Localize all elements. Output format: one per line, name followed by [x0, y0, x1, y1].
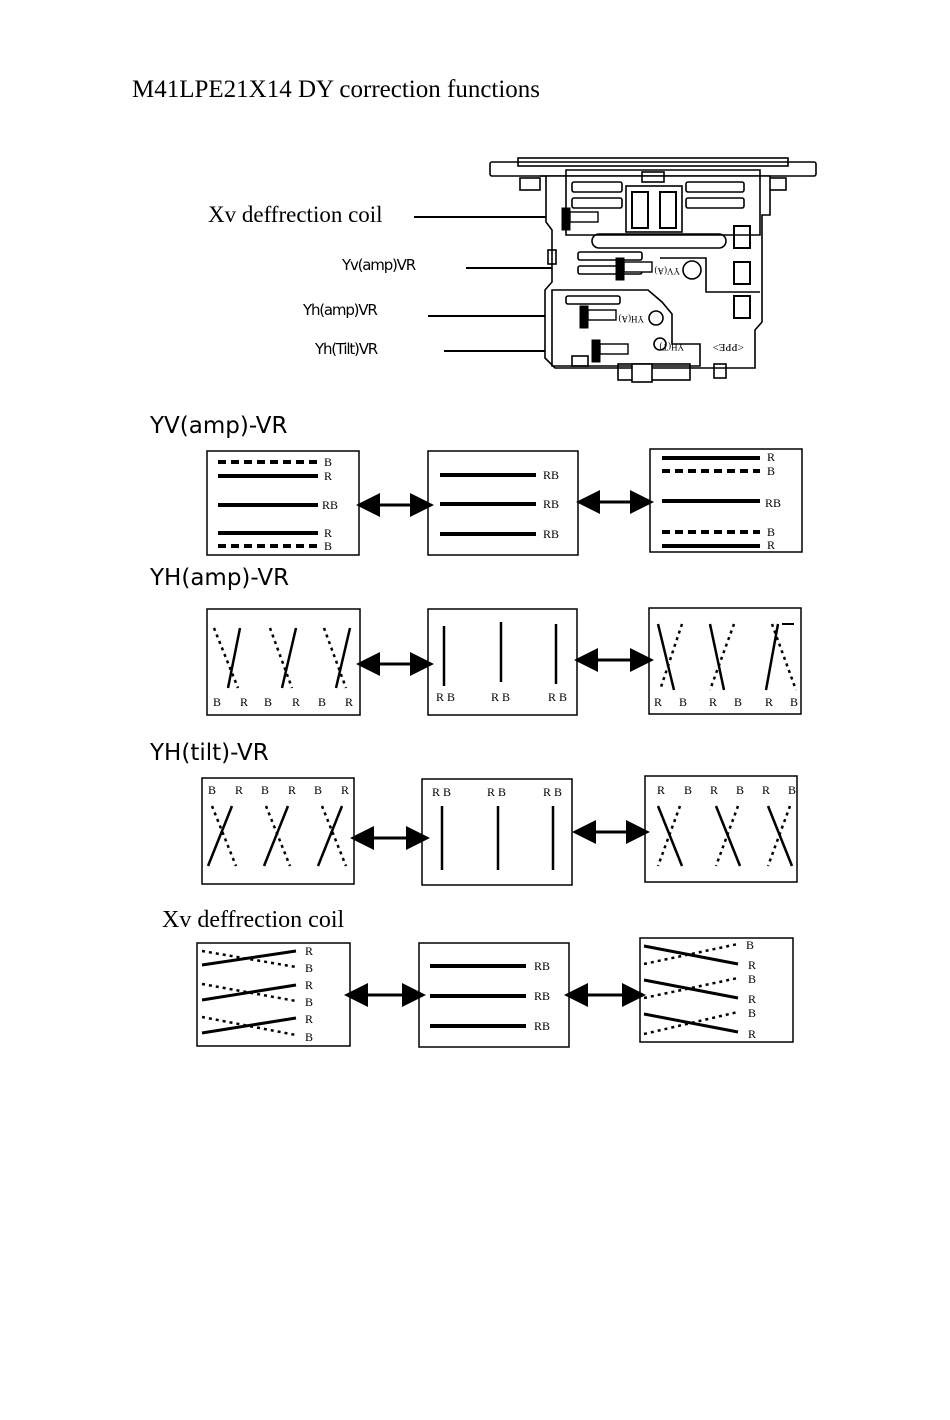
- yh-amp-knob: [579, 305, 589, 329]
- board-mark-ppe: <PPE>: [713, 341, 744, 353]
- label: RB: [322, 498, 338, 512]
- label: R: [341, 783, 349, 797]
- label: R: [654, 695, 662, 709]
- label: B: [748, 972, 756, 986]
- yoke-drawing: YV(A) YH(A) YH(T) <PPE>: [414, 157, 817, 383]
- label: B: [679, 695, 687, 709]
- xv-coil-left-panel: R B R B R B: [196, 942, 351, 1047]
- label: R: [305, 978, 313, 992]
- yoke-body: [489, 157, 817, 383]
- label: R: [305, 944, 313, 958]
- label: B: [208, 783, 216, 797]
- label: R: [767, 450, 775, 464]
- label: R: [748, 958, 756, 972]
- label: B: [684, 783, 692, 797]
- yh-amp-left-panel: B R B R B R: [206, 608, 361, 716]
- label: B: [318, 695, 326, 709]
- callout-yv-amp: Yv(amp)VR: [342, 256, 416, 274]
- label: B: [788, 783, 796, 797]
- label: R: [748, 1027, 756, 1041]
- yv-amp-center-panel: RB RB RB: [427, 450, 579, 556]
- callout-yh-tilt: Yh(Tilt)VR: [315, 340, 378, 358]
- yh-tilt-knob: [591, 339, 601, 363]
- label: B: [324, 455, 332, 469]
- label: R: [235, 783, 243, 797]
- label: B: [790, 695, 798, 709]
- yv-amp-left-panel: B R RB R B: [206, 450, 360, 556]
- label: R B: [432, 785, 451, 799]
- label: R: [240, 695, 248, 709]
- label: R: [762, 783, 770, 797]
- yh-amp-right-panel: R B R B R B: [648, 607, 802, 715]
- page-title: M41LPE21X14 DY correction functions: [132, 76, 541, 103]
- label: R: [305, 1012, 313, 1026]
- label: B: [748, 1006, 756, 1020]
- label: R: [288, 783, 296, 797]
- yh-tilt-diagram: B R B R B R R B R B R B R B: [201, 775, 798, 886]
- label: B: [261, 783, 269, 797]
- label: B: [305, 961, 313, 975]
- section-title-yv-amp: YV(amp)-VR: [150, 413, 288, 439]
- section-title-yh-tilt: YH(tilt)-VR: [150, 740, 269, 766]
- xv-coil-center-panel: RB RB RB: [418, 942, 570, 1048]
- label: R: [710, 783, 718, 797]
- xv-coil-knob: [561, 207, 571, 231]
- board-mark-yha: YH(A): [619, 314, 645, 324]
- yv-amp-diagram: B R RB R B RB RB RB R B RB B: [206, 448, 803, 556]
- label: R: [765, 695, 773, 709]
- callout-xv-coil: Xv deffrection coil: [208, 202, 383, 227]
- label: R B: [491, 690, 510, 704]
- label: RB: [543, 527, 559, 541]
- label: B: [734, 695, 742, 709]
- board-mark-yht: YH(T): [660, 342, 685, 352]
- board-mark-yv: YV(A): [655, 266, 681, 276]
- label: B: [264, 695, 272, 709]
- label: RB: [543, 468, 559, 482]
- yv-amp-right-panel: R B RB B R: [649, 448, 803, 553]
- label: B: [767, 525, 775, 539]
- label: R B: [436, 690, 455, 704]
- label: B: [314, 783, 322, 797]
- yh-amp-center-panel: R B R B R B: [427, 608, 578, 716]
- xv-coil-right-panel: B R B R B R: [639, 937, 794, 1043]
- label: B: [746, 938, 754, 952]
- yh-tilt-center-panel: R B R B R B: [421, 778, 573, 886]
- label: B: [305, 1030, 313, 1044]
- label: B: [736, 783, 744, 797]
- board-marks: YV(A) YH(A) YH(T) <PPE>: [619, 266, 745, 353]
- label: RB: [765, 496, 781, 510]
- label: B: [324, 539, 332, 553]
- correction-patterns: B R RB R B RB RB RB R B RB B: [196, 448, 803, 1048]
- yv-amp-knob: [615, 257, 625, 281]
- label: R: [709, 695, 717, 709]
- yh-tilt-right-panel: R B R B R B: [644, 775, 798, 883]
- label: R: [767, 538, 775, 552]
- label: B: [767, 464, 775, 478]
- label: R: [292, 695, 300, 709]
- label: RB: [534, 989, 550, 1003]
- label: R B: [487, 785, 506, 799]
- label: RB: [534, 959, 550, 973]
- label: R: [324, 526, 332, 540]
- label: R: [324, 469, 332, 483]
- label: RB: [534, 1019, 550, 1033]
- adjuster-knobs: [561, 207, 653, 363]
- label: R: [748, 992, 756, 1006]
- yh-amp-diagram: B R B R B R R B R B R B R: [206, 607, 802, 716]
- xv-coil-diagram: R B R B R B RB RB RB B R B: [196, 937, 794, 1048]
- label: R: [657, 783, 665, 797]
- label: R: [345, 695, 353, 709]
- section-title-yh-amp: YH(amp)-VR: [150, 565, 290, 591]
- callout-yh-amp: Yh(amp)VR: [303, 301, 378, 319]
- label: B: [305, 995, 313, 1009]
- label: RB: [543, 497, 559, 511]
- label: R B: [543, 785, 562, 799]
- label: B: [213, 695, 221, 709]
- label: R B: [548, 690, 567, 704]
- section-title-xv-coil: Xv deffrection coil: [162, 907, 345, 933]
- yh-tilt-left-panel: B R B R B R: [201, 777, 355, 885]
